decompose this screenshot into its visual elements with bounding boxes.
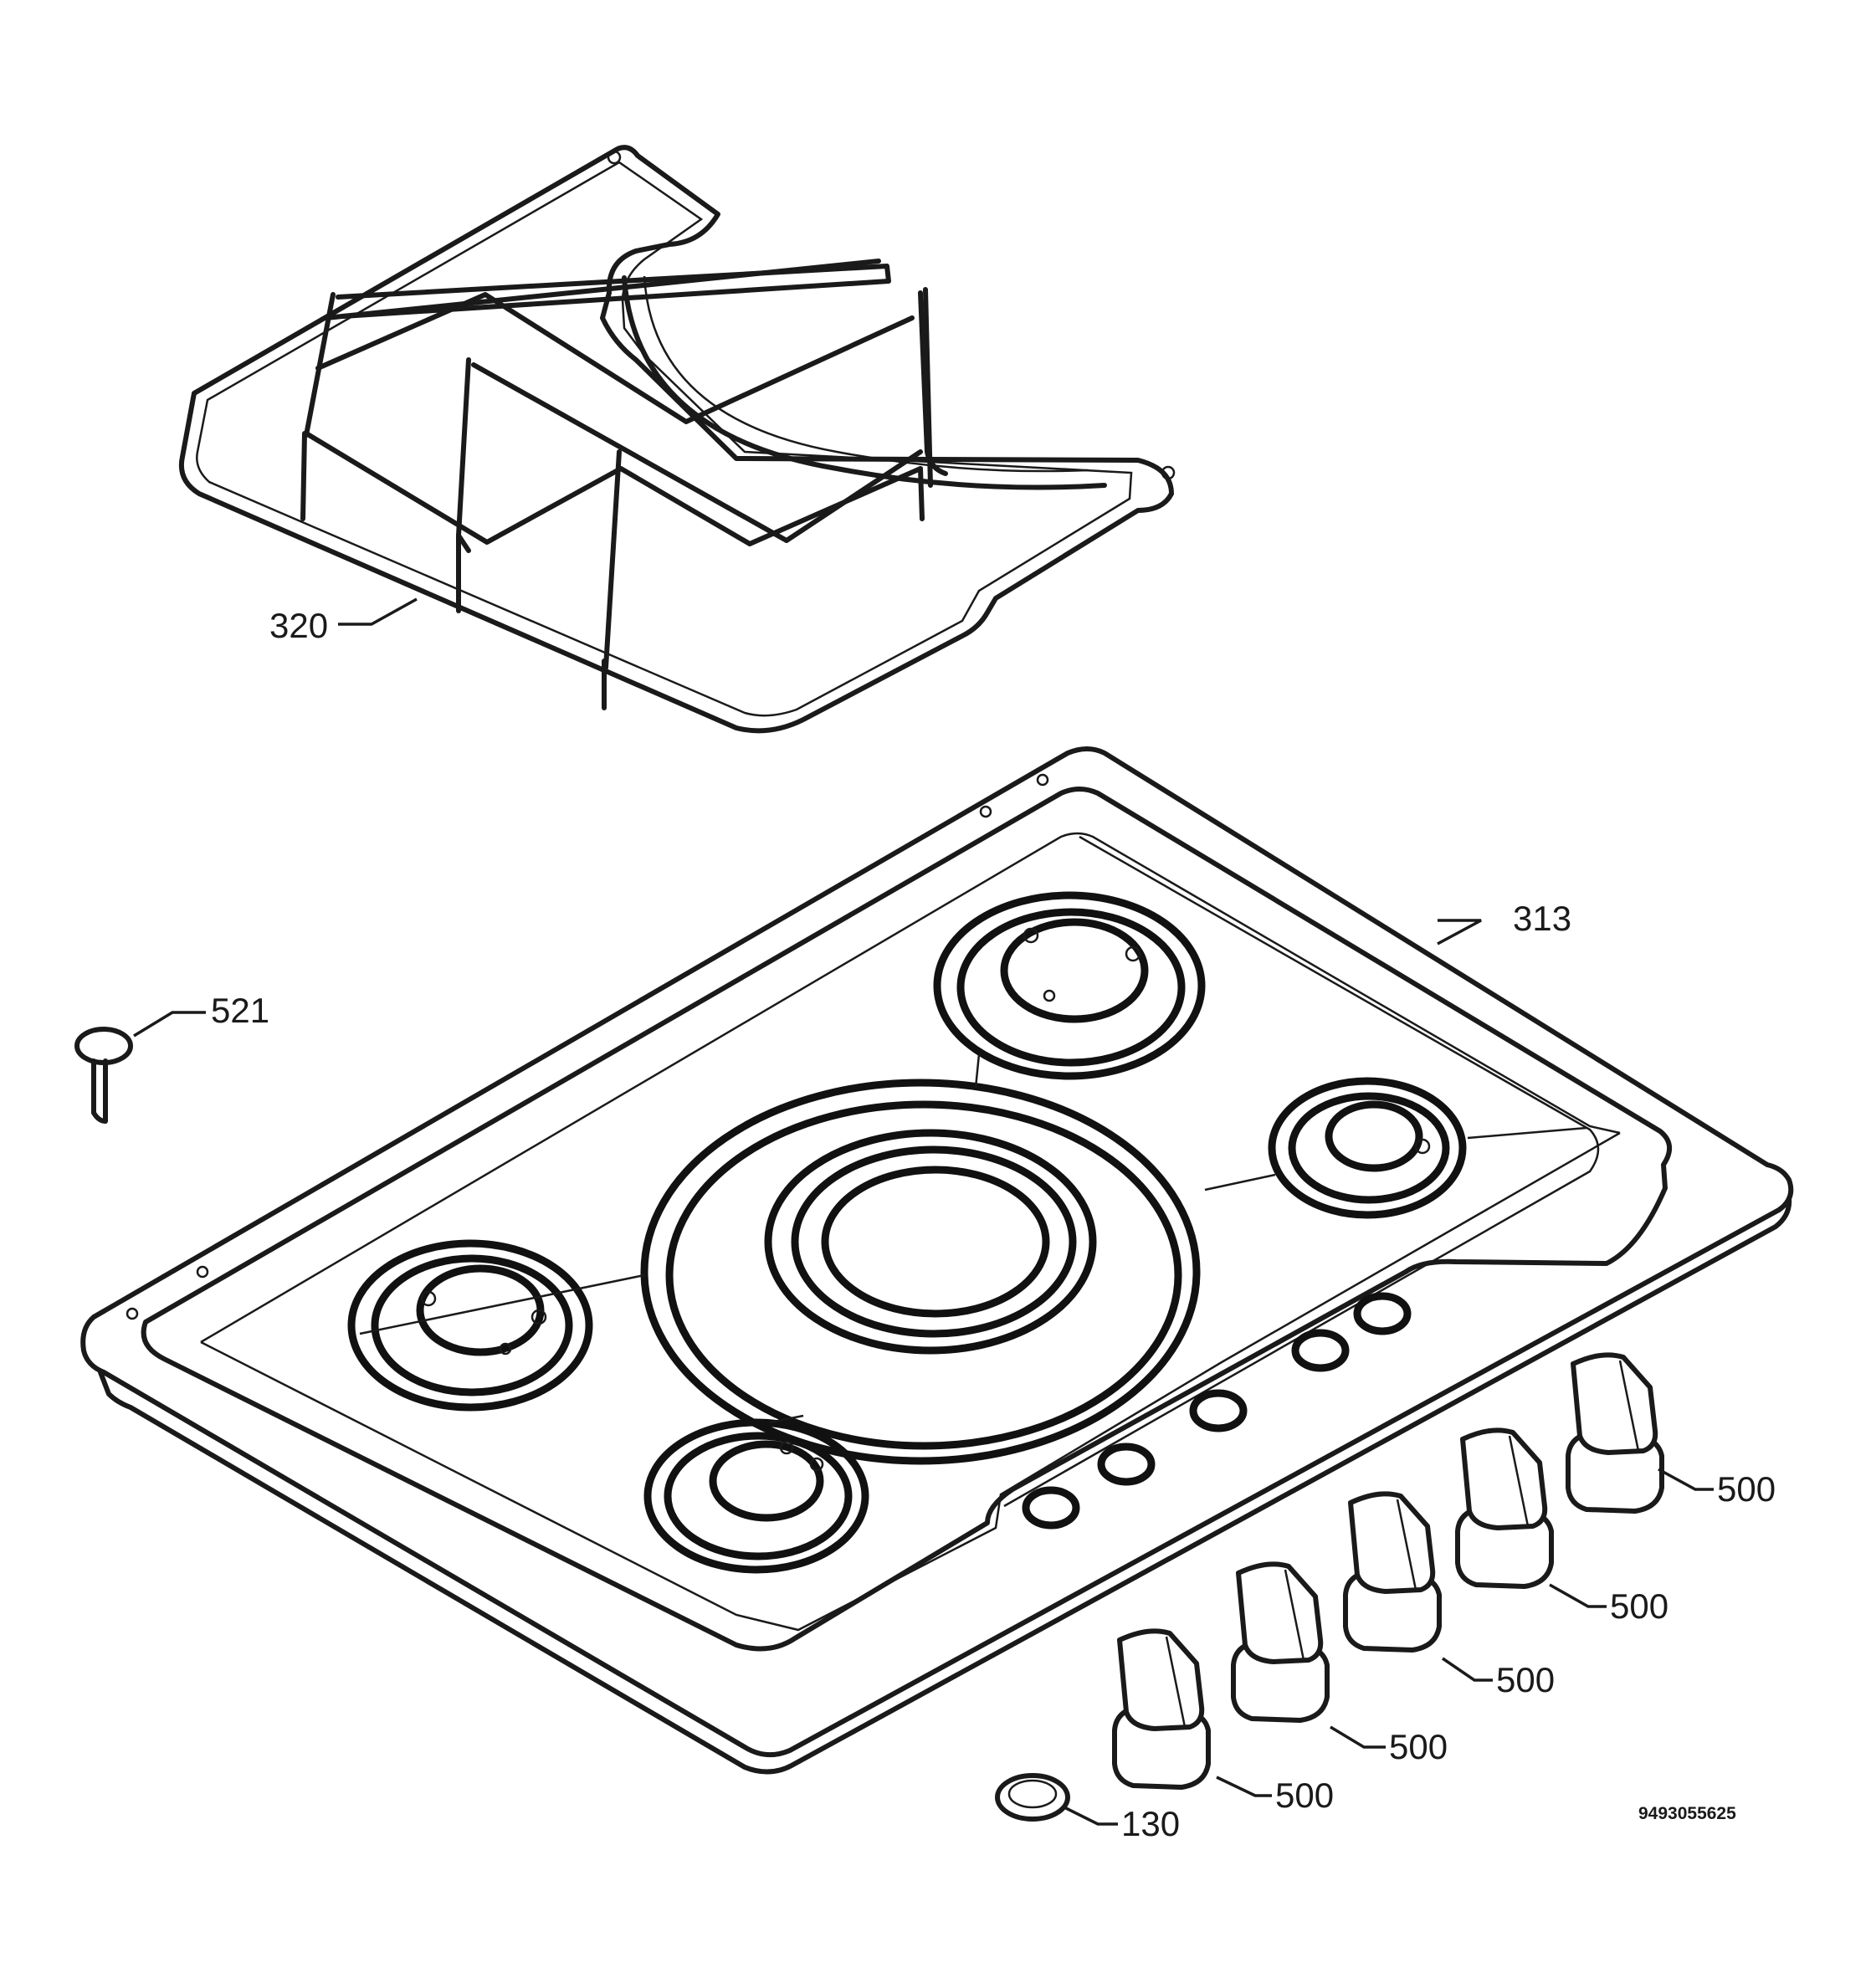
callout-500-knob-2: 500 (1389, 1727, 1448, 1766)
callout-500-knob-1: 500 (1275, 1776, 1334, 1815)
callout-521: 521 (211, 991, 269, 1030)
document-number: 9493055625 (1638, 1804, 1736, 1823)
pan-support-grate[interactable] (179, 145, 1176, 734)
hob-top-panel[interactable] (80, 746, 1794, 1775)
callout-500-knob-4: 500 (1610, 1586, 1668, 1626)
burner-cap-pin[interactable] (74, 1027, 133, 1124)
control-knob-4[interactable] (1455, 1427, 1554, 1589)
control-knob-2[interactable] (1231, 1561, 1330, 1723)
control-knob-3[interactable] (1343, 1491, 1442, 1653)
callout-500-knob-3: 500 (1496, 1660, 1555, 1699)
leader-lines (133, 597, 1714, 1826)
callout-130: 130 (1121, 1804, 1180, 1843)
callout-320: 320 (269, 606, 328, 645)
callout-500-knob-5: 500 (1717, 1469, 1776, 1509)
gasket-ring[interactable] (995, 1773, 1070, 1822)
control-knob-5[interactable] (1566, 1352, 1664, 1514)
control-knob-1[interactable] (1112, 1628, 1211, 1790)
callout-313: 313 (1513, 899, 1571, 938)
